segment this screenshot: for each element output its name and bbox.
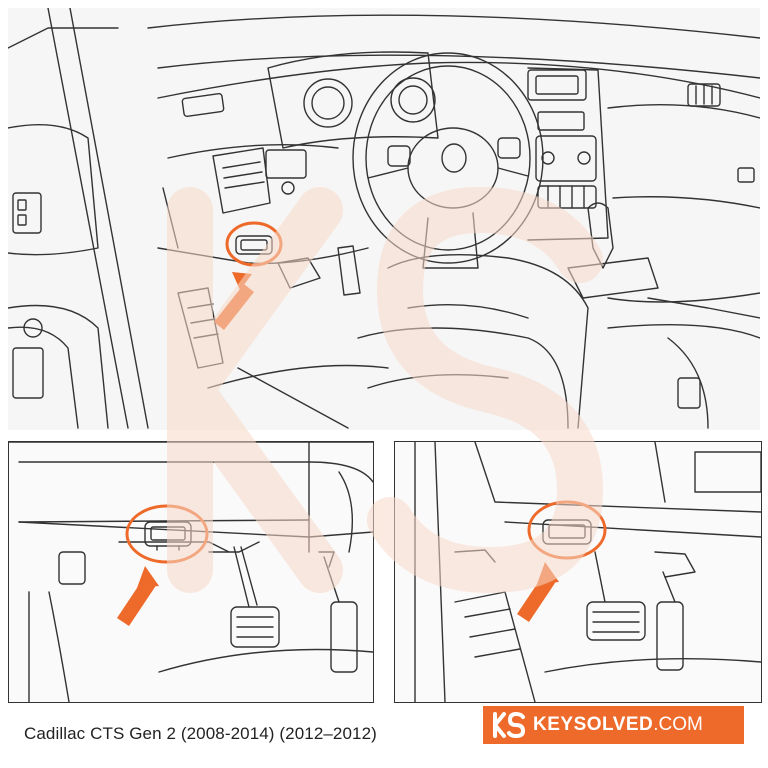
obd-highlight-circle-left bbox=[125, 504, 209, 564]
vehicle-caption: Cadillac CTS Gen 2 (2008-2014) (2012–201… bbox=[24, 724, 377, 743]
detail-panel-left bbox=[8, 441, 374, 703]
keysolved-brand-badge: KEYSOLVED .COM bbox=[483, 706, 744, 744]
keysolved-logo-icon bbox=[493, 712, 525, 738]
brand-tld: .COM bbox=[653, 714, 703, 735]
pointer-arrow-icon bbox=[517, 562, 559, 622]
obd-highlight-circle-right bbox=[527, 500, 607, 560]
dashboard-line-art bbox=[8, 8, 760, 429]
pointer-arrow-icon bbox=[214, 272, 254, 330]
detail-panel-right bbox=[394, 441, 762, 703]
obd-highlight-circle-main bbox=[225, 221, 283, 267]
pointer-arrow-icon bbox=[117, 566, 159, 626]
footwell-left-line-art bbox=[9, 442, 373, 702]
footwell-right-line-art bbox=[414, 442, 761, 702]
dashboard-illustration bbox=[8, 8, 760, 430]
brand-name: KEYSOLVED bbox=[533, 714, 654, 735]
